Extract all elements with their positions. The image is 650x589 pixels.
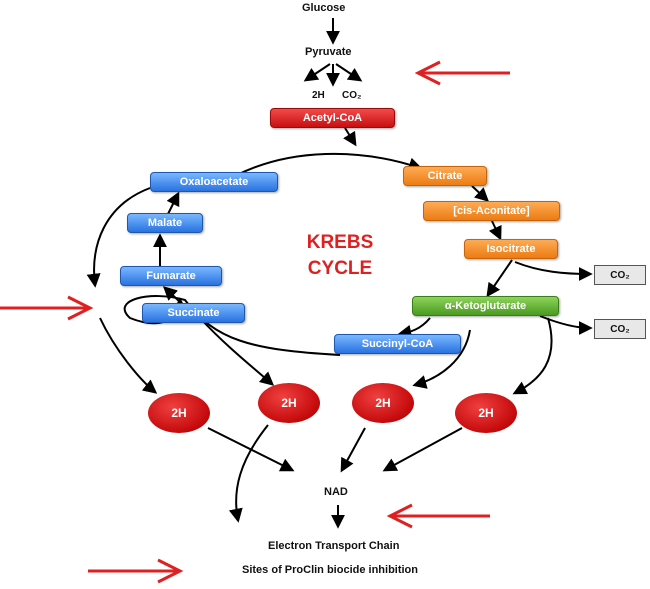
arrow-succinate-2h2 — [199, 317, 275, 386]
arrow-pyruvate-left — [303, 63, 331, 82]
arrow-2h2-etc — [228, 424, 269, 523]
isocitrate-box: Isocitrate — [464, 239, 558, 259]
nad-label: NAD — [324, 486, 348, 498]
arrow-akg-co2 — [539, 315, 593, 335]
arrow-pyruvate-right — [335, 63, 363, 82]
arrow-cisaconitate-isocitrate — [488, 220, 502, 241]
arrow-oxaloacetate-citrate — [234, 152, 423, 177]
byproduct-co2-label: CO₂ — [342, 90, 362, 101]
inhibition-arrow-legend — [88, 558, 184, 584]
hydrogen-node: 2H — [258, 383, 320, 423]
malate-box: Malate — [127, 213, 203, 233]
acetyl-coa-box: Acetyl-CoA — [270, 108, 395, 128]
arrow-isocitrate-akg — [486, 259, 513, 298]
arrow-succinylcoa-2h3 — [412, 329, 471, 389]
arrow-akg-succinylcoa — [397, 317, 431, 339]
legend-label: Sites of ProClin biocide inhibition — [242, 564, 418, 576]
alpha-ketoglutarate-box: α-Ketoglutarate — [412, 296, 559, 316]
etc-label: Electron Transport Chain — [268, 540, 400, 552]
hydrogen-node: 2H — [352, 383, 414, 423]
arrow-oxaloacetate-left — [86, 187, 151, 288]
co2-output-box: CO₂ — [594, 265, 646, 285]
cis-aconitate-box: [cis-Aconitate] — [423, 201, 560, 221]
arrow-2h4-nad — [382, 427, 463, 472]
arrow-citrate-cisaconitate — [471, 185, 490, 202]
arrow-2h1-nad — [207, 427, 295, 472]
arrow-akg-2h4 — [512, 317, 553, 395]
byproduct-2h-label: 2H — [312, 90, 325, 101]
krebs-cycle-title: KREBS CYCLE — [290, 230, 390, 282]
succinyl-coa-box: Succinyl-CoA — [334, 334, 461, 354]
arrow-2h3-nad — [340, 427, 366, 473]
arrow-acetylcoa-down — [343, 127, 357, 147]
hydrogen-node: 2H — [148, 393, 210, 433]
citrate-box: Citrate — [403, 166, 487, 186]
fumarate-box: Fumarate — [120, 266, 222, 286]
arrow-left-2h1 — [99, 317, 158, 394]
arrow-isocitrate-co2 — [514, 261, 593, 281]
succinate-box: Succinate — [142, 303, 245, 323]
arrow-malate-oxaloacetate — [166, 191, 180, 215]
pyruvate-label: Pyruvate — [305, 46, 352, 58]
inhibition-arrow-left-cycle — [0, 295, 94, 321]
oxaloacetate-box: Oxaloacetate — [150, 172, 278, 192]
glucose-label: Glucose — [302, 2, 346, 14]
arrow-succinate-fumarate — [162, 286, 181, 303]
inhibition-arrow-nad — [386, 503, 490, 529]
krebs-title-line2: CYCLE — [307, 258, 373, 279]
co2-output-box: CO₂ — [594, 319, 646, 339]
hydrogen-node: 2H — [455, 393, 517, 433]
krebs-title-line1: KREBS — [306, 232, 374, 253]
inhibition-arrow-pyruvate — [414, 60, 510, 86]
